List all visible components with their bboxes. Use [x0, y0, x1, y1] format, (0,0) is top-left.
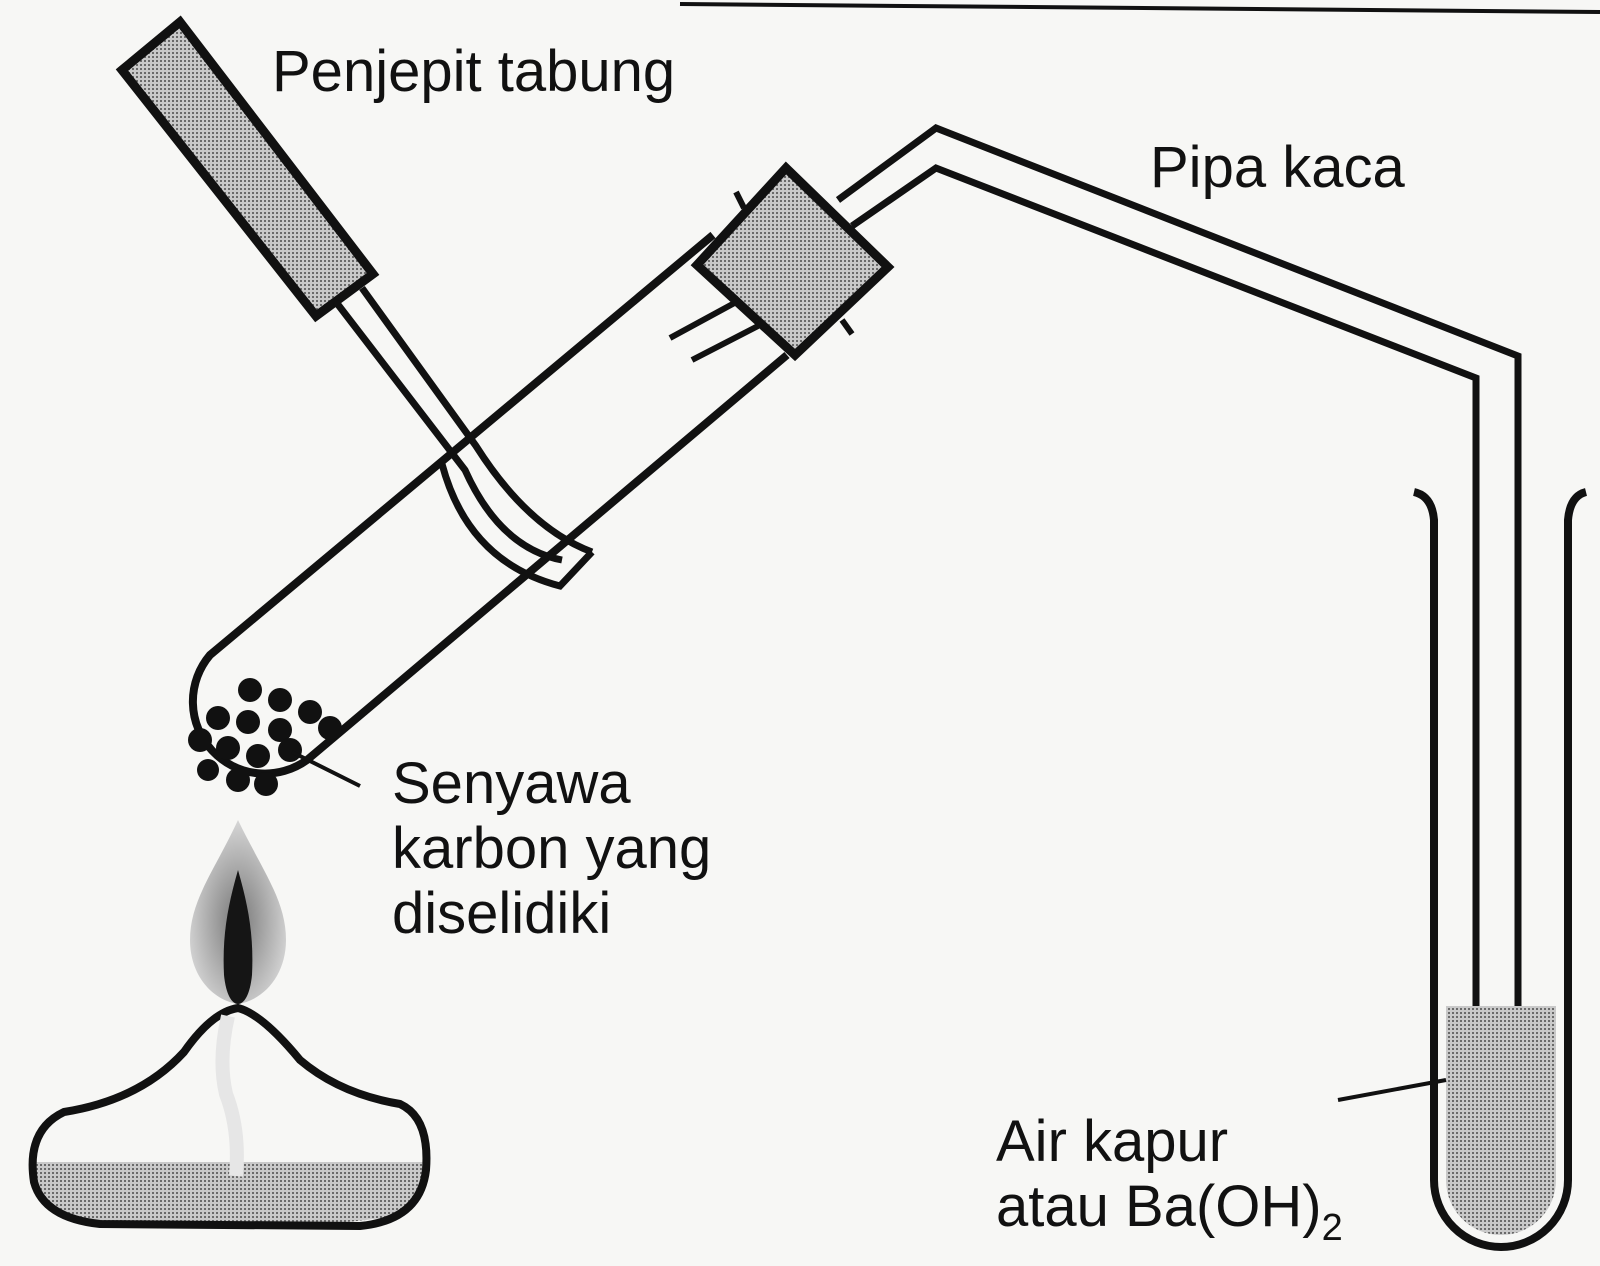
- top-border: [679, 2, 1600, 14]
- carbon-compound-particles: [188, 678, 342, 796]
- spirit-lamp: [28, 1003, 431, 1231]
- receiving-tube-wall: [1412, 488, 1588, 1251]
- clamp-handle: [115, 15, 380, 323]
- label-carbon-compound-line: diselidiki: [392, 880, 612, 946]
- label-carbon-compound-line: karbon yang: [392, 815, 712, 881]
- compound-pointer: [291, 750, 361, 788]
- limewater-pointer: [1337, 1078, 1447, 1102]
- lamp-wick: [215, 1014, 244, 1177]
- burner-flame: [190, 820, 286, 1004]
- lamp-body: [28, 1003, 431, 1231]
- label-tube-clamp: Penjepit tabung: [272, 39, 676, 104]
- limewater-tube: [1412, 488, 1588, 1251]
- label-limewater-subscript: 2: [1321, 1206, 1343, 1249]
- label-limewater-line1: Air kapur: [996, 1109, 1229, 1174]
- lamp-fuel: [34, 1162, 427, 1226]
- label-limewater-formula: atau Ba(OH): [996, 1173, 1322, 1239]
- label-limewater: Air kapur atau Ba(OH)2: [996, 1109, 1343, 1250]
- clamp-arm: [359, 285, 594, 556]
- tube-clamp: [115, 15, 595, 590]
- label-carbon-compound-line: Senyawa: [392, 751, 631, 816]
- limewater-liquid: [1446, 1006, 1556, 1235]
- test-tube-wall: [188, 231, 790, 778]
- glass-pipe: [835, 124, 1522, 1170]
- clamp-jaw: [438, 463, 595, 590]
- rubber-stopper: [690, 161, 895, 362]
- label-glass-pipe: Pipa kaca: [1150, 135, 1405, 200]
- label-limewater-line2: atau Ba(OH)2: [996, 1173, 1343, 1250]
- label-carbon-compound: Senyawa karbon yang diselidiki: [392, 751, 712, 947]
- test-tube: [188, 231, 790, 778]
